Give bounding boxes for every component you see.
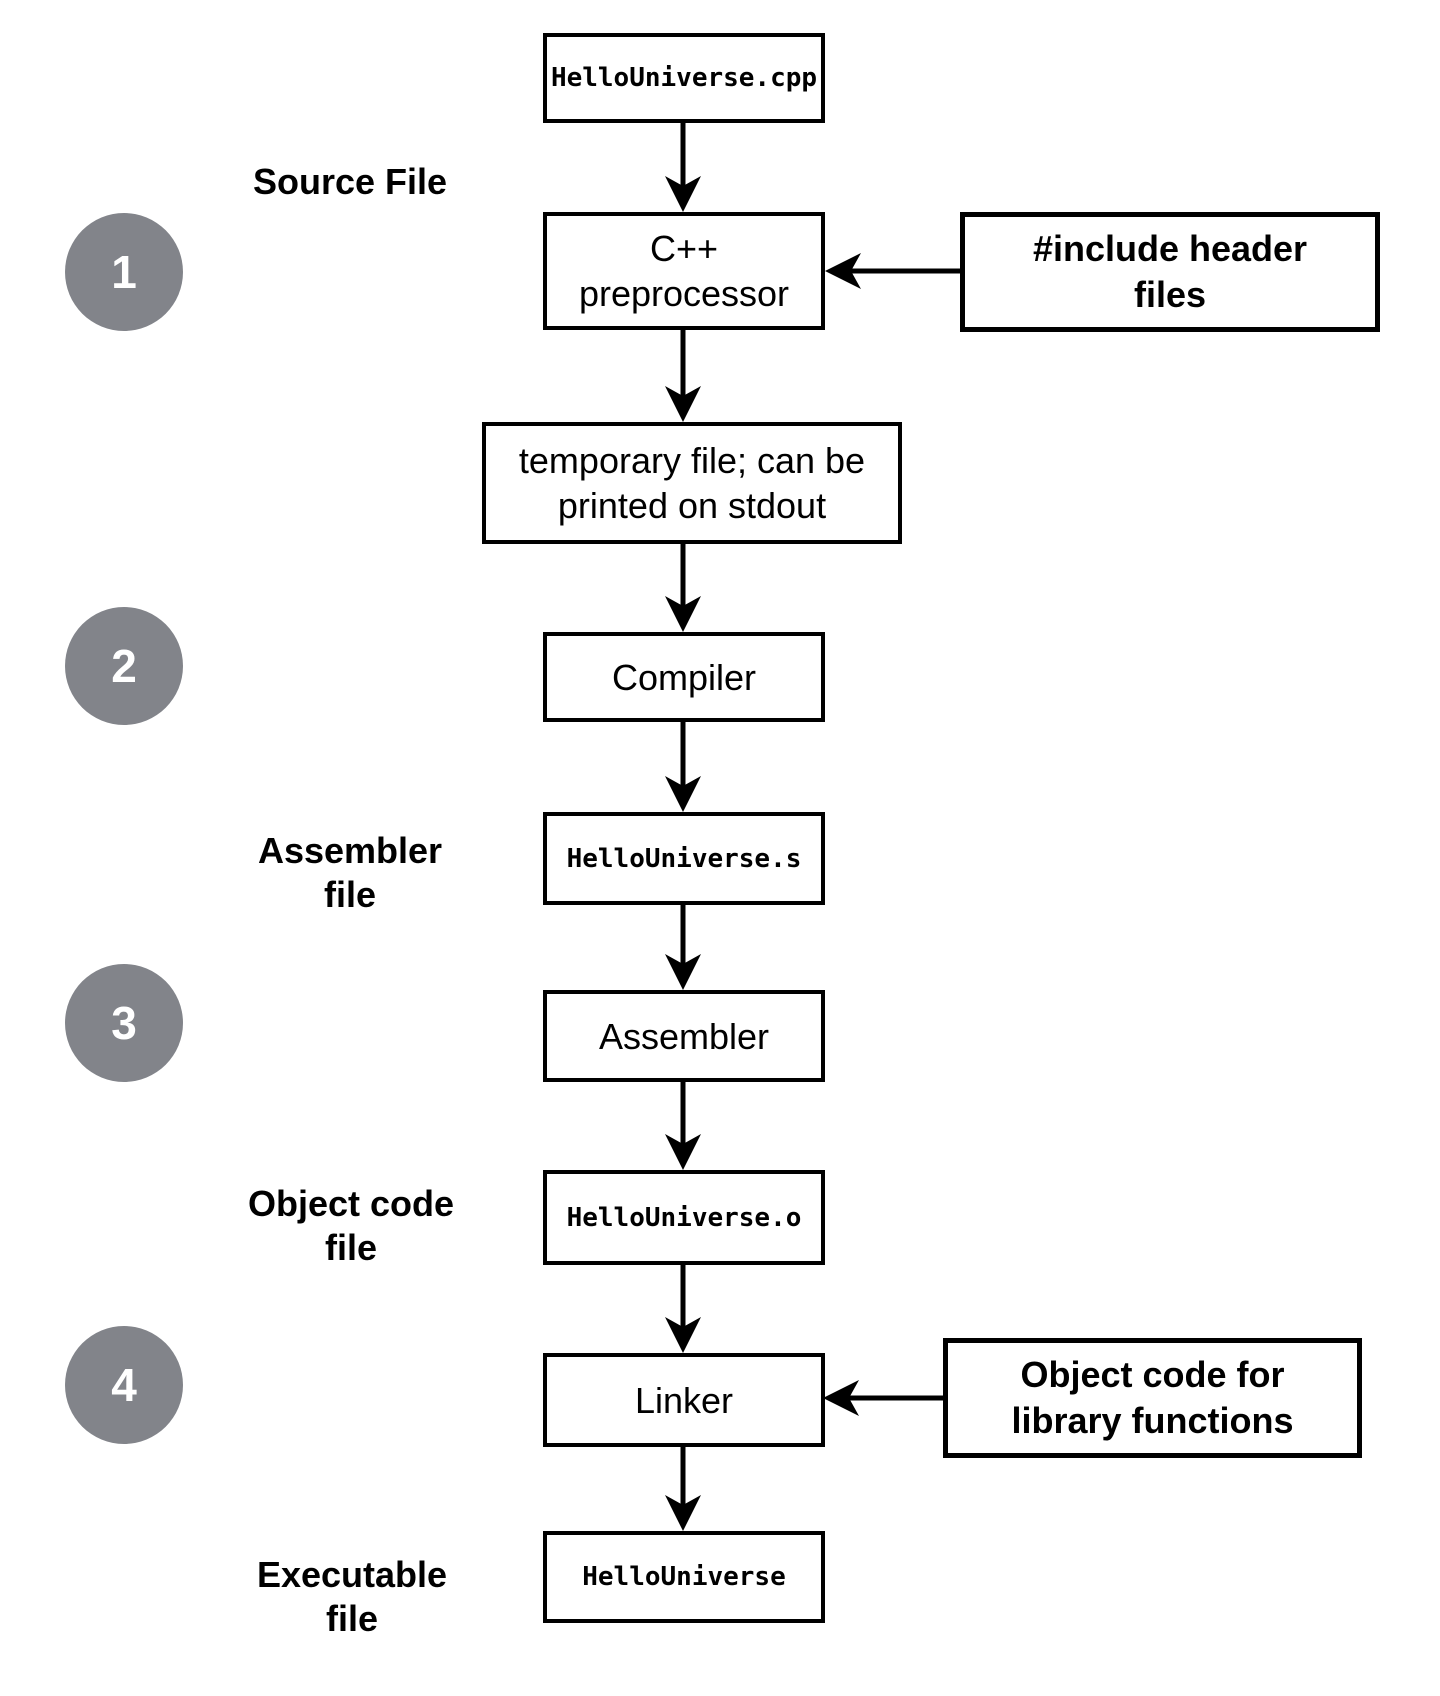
step-circle-1: 1: [65, 213, 183, 331]
node-library-object-code: Object code for library functions: [943, 1338, 1362, 1458]
row-label-source-file: Source File: [252, 161, 448, 202]
row-label-executable-file: Executable file: [256, 1554, 448, 1639]
node-executable-file: HelloUniverse: [543, 1531, 825, 1623]
arrow-headers-to-preprocessor: [825, 253, 960, 289]
step-number: 2: [111, 640, 137, 692]
node-source-cpp-file: HelloUniverse.cpp: [543, 33, 825, 123]
node-assembler: Assembler: [543, 990, 825, 1082]
node-compiler: Compiler: [543, 632, 825, 722]
node-object-code-file: HelloUniverse.o: [543, 1170, 825, 1265]
step-number: 4: [111, 1359, 137, 1411]
step-number: 3: [111, 997, 137, 1049]
arrow-library-object-to-linker: [823, 1380, 943, 1416]
node-temporary-file: temporary file; can be printed on stdout: [482, 422, 902, 544]
arrow-linker-to-executable: [665, 1447, 701, 1531]
step-number: 1: [111, 246, 137, 298]
arrow-tempfile-to-compiler: [665, 543, 701, 632]
node-assembler-file: HelloUniverse.s: [543, 812, 825, 905]
node-cpp-preprocessor: C++ preprocessor: [543, 212, 825, 330]
row-label-object-code-file: Object code file: [247, 1183, 455, 1268]
step-circle-3: 3: [65, 964, 183, 1082]
node-include-header-files: #include header files: [960, 212, 1380, 332]
step-circle-4: 4: [65, 1326, 183, 1444]
arrow-assembler-to-object-file: [665, 1082, 701, 1170]
arrow-preprocessor-to-tempfile: [665, 330, 701, 422]
step-circle-2: 2: [65, 607, 183, 725]
arrow-assembler-file-to-assembler: [665, 905, 701, 990]
arrow-compiler-to-assembler-file: [665, 722, 701, 812]
arrow-object-file-to-linker: [665, 1265, 701, 1353]
row-label-assembler-file: Assembler file: [257, 830, 443, 915]
node-linker: Linker: [543, 1353, 825, 1447]
arrow-cpp-to-preprocessor: [665, 123, 701, 212]
